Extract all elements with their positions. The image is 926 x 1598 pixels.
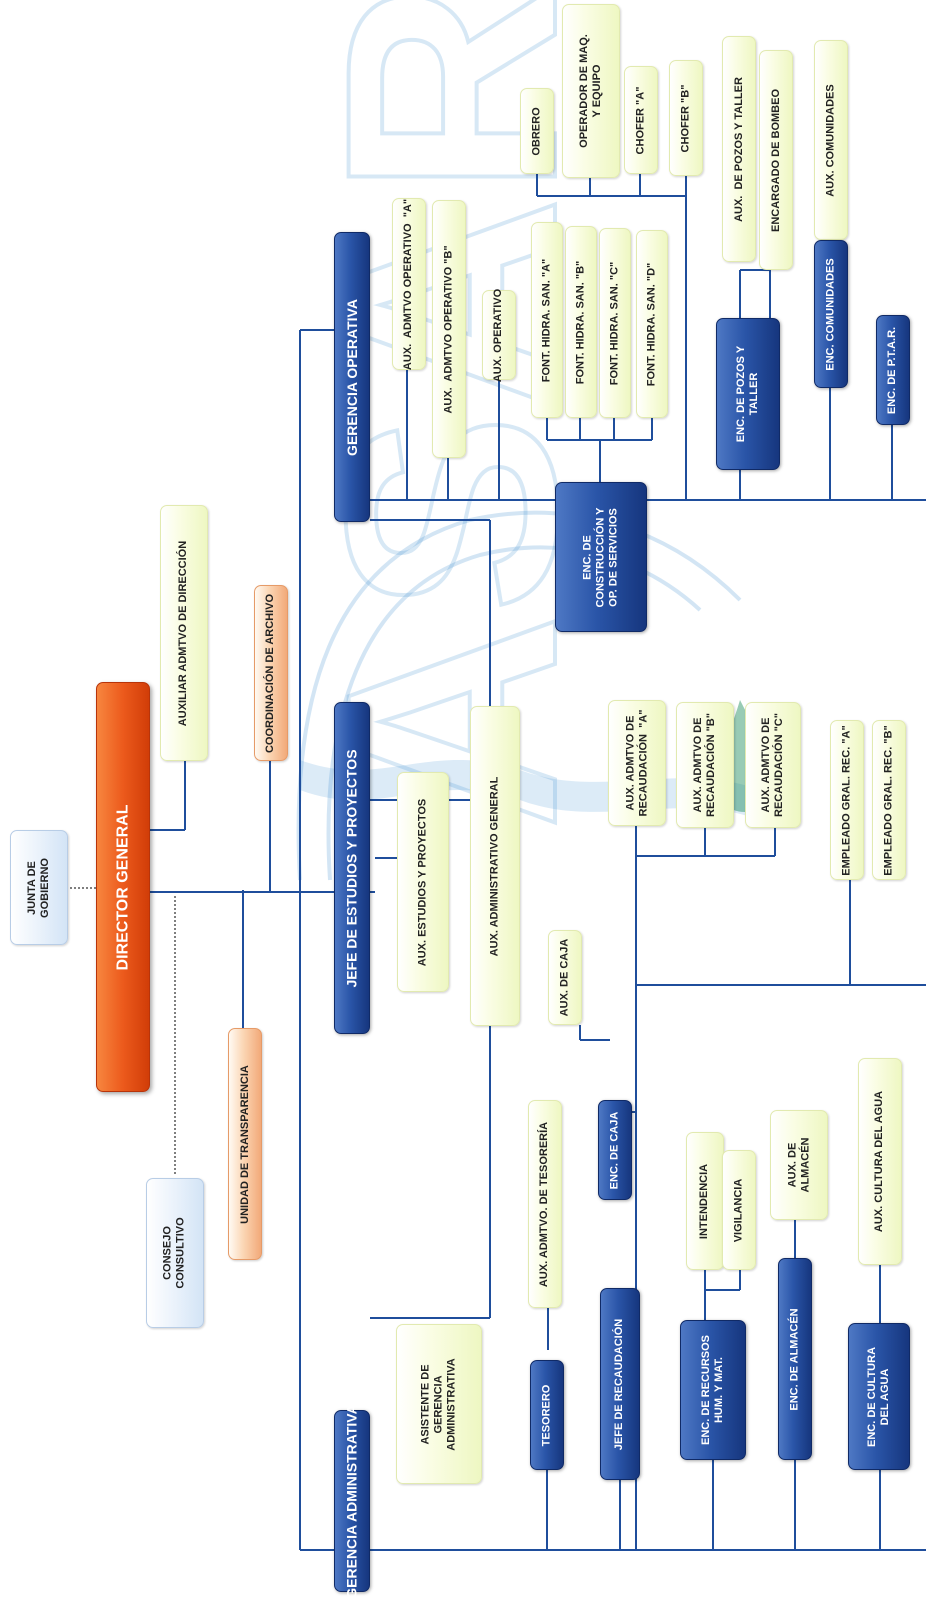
chofer-b-node: CHOFER "B" [669,60,703,176]
enc-ptar-node: ENC. DE P.T.A.R. [876,315,910,425]
enc-almacen-node: ENC. DE ALMACÉN [778,1258,812,1460]
jefe-estudios-proyectos-label: JEFE DE ESTUDIOS Y PROYECTOS [343,748,360,988]
empleado-gral-rec-b-node: EMPLEADO GRAL. REC. "B" [872,720,906,880]
font-hidra-san-d-label: FONT. HIDRA. SAN. "D" [645,262,658,386]
aux-caja-node: AUX. DE CAJA [548,930,582,1025]
font-hidra-san-a-node: FONT. HIDRA. SAN. "A" [531,222,563,418]
aux-cultura-agua-label: AUX. CULTURA DEL AGUA [873,1090,886,1233]
enc-cultura-agua-label: ENC. DE CULTURA DEL AGUA [866,1346,892,1447]
aux-admtvo-operativo-b-node: AUX. ADMTVO OPERATIVO "B" [432,200,466,458]
enc-construccion-node: ENC. DE CONSTRUCCIÓN Y OP. DE SERVICIOS [555,482,647,632]
vigilancia-node: VIGILANCIA [722,1150,756,1270]
aux-estudios-proyectos-node: AUX. ESTUDIOS Y PROYECTOS [397,772,449,992]
asistente-gerencia-node: ASISTENTE DE GERENCIA ADMINISTRATIVA [396,1324,482,1484]
font-hidra-san-c-node: FONT. HIDRA. SAN. "C" [599,228,631,418]
aux-admtvo-tesoreria-label: AUX. ADMTVO. DE TESORERÍA [538,1121,551,1287]
coordinacion-archivo-label: COORDINACIÓN DE ARCHIVO [264,593,277,753]
aux-admtvo-tesoreria-node: AUX. ADMTVO. DE TESORERÍA [528,1100,562,1308]
coordinacion-archivo-node: COORDINACIÓN DE ARCHIVO [254,585,288,761]
empleado-gral-rec-a-node: EMPLEADO GRAL. REC. "A" [830,720,864,880]
tesorero-label: TESORERO [540,1384,553,1446]
obrero-node: OBRERO [520,88,554,174]
consejo-consultivo-label: CONSEJO CONSULTIVO [162,1217,188,1289]
aux-estudios-proyectos-label: AUX. ESTUDIOS Y PROYECTOS [416,798,429,966]
enc-ptar-label: ENC. DE P.T.A.R. [886,326,899,414]
enc-cultura-agua-node: ENC. DE CULTURA DEL AGUA [848,1323,910,1470]
aux-recaudacion-a-node: AUX. ADMTVO DE RECAUDACIÓN "A" [608,700,666,826]
vigilancia-label: VIGILANCIA [732,1178,745,1242]
font-hidra-san-a-label: FONT. HIDRA. SAN. "A" [540,258,553,382]
aux-almacen-node: AUX. DE ALMACÉN [770,1110,828,1220]
junta-de-gobierno-node: JUNTA DE GOBIERNO [10,830,68,945]
aux-administrativo-general-node: AUX. ADMINISTRATIVO GENERAL [470,706,520,1026]
jefe-estudios-proyectos-node: JEFE DE ESTUDIOS Y PROYECTOS [334,702,370,1034]
aux-almacen-label: AUX. DE ALMACÉN [786,1137,811,1193]
gerencia-administrativa-label: GERENCIA ADMINISTRATIVA [343,1403,360,1598]
enc-comunidades-node: ENC. COMUNIDADES [814,240,848,388]
intendencia-node: INTENDENCIA [686,1132,724,1270]
operador-maq-equipo-label: OPERADOR DE MAQ. Y EQUIPO [578,34,603,148]
font-hidra-san-c-label: FONT. HIDRA. SAN. "C" [608,261,621,385]
encargado-bombeo-node: ENCARGADO DE BOMBEO [759,50,793,270]
enc-construccion-label: ENC. DE CONSTRUCCIÓN Y OP. DE SERVICIOS [581,506,620,608]
empleado-gral-rec-a-label: EMPLEADO GRAL. REC. "A" [840,724,853,876]
gerencia-operativa-label: GERENCIA OPERATIVA [343,298,360,456]
aux-administrativo-general-label: AUX. ADMINISTRATIVO GENERAL [488,776,501,956]
aux-recaudacion-b-node: AUX. ADMTVO DE RECAUDACIÓN "B" [676,702,734,828]
auxiliar-admtvo-direccion-label: AUXILIAR ADMTVO DE DIRECCIÓN [177,540,190,726]
aux-recaudacion-a-label: AUX. ADMTVO DE RECAUDACIÓN "A" [624,709,649,817]
enc-caja-label: ENC. DE CAJA [608,1111,621,1189]
junta-de-gobierno-label: JUNTA DE GOBIERNO [26,857,51,918]
font-hidra-san-b-label: FONT. HIDRA. SAN. "B" [574,260,587,384]
jefe-recaudacion-node: JEFE DE RECAUDACIÓN [600,1288,640,1480]
jefe-recaudacion-label: JEFE DE RECAUDACIÓN [613,1318,626,1450]
aux-caja-label: AUX. DE CAJA [558,938,571,1017]
chofer-a-node: CHOFER "A" [624,66,658,174]
enc-recursos-label: ENC. DE RECURSOS HUM. Y MAT. [700,1334,725,1446]
aux-operativo-label: AUX. OPERATIVO [492,288,505,382]
empleado-gral-rec-b-label: EMPLEADO GRAL. REC. "B" [882,724,895,876]
auxiliar-admtvo-direccion-node: AUXILIAR ADMTVO DE DIRECCIÓN [160,505,208,761]
chofer-a-label: CHOFER "A" [634,86,647,154]
enc-pozos-taller-node: ENC. DE POZOS Y TALLER [716,318,780,470]
unidad-transparencia-label: UNIDAD DE TRANSPARENCIA [238,1064,251,1224]
enc-pozos-taller-label: ENC. DE POZOS Y TALLER [735,345,760,443]
aux-admtvo-operativo-b-label: AUX. ADMTVO OPERATIVO "B" [442,244,455,414]
aux-pozos-taller-label: AUX. DE POZOS Y TALLER [732,76,745,222]
director-general-node: DIRECTOR GENERAL [96,682,150,1092]
obrero-label: OBRERO [530,106,543,156]
aux-admtvo-operativo-a-node: AUX. ADMTVO OPERATIVO "A" [392,198,426,370]
chofer-b-label: CHOFER "B" [679,84,692,152]
aux-comunidades-label: AUX. COMUNIDADES [824,83,837,197]
aux-pozos-taller-node: AUX. DE POZOS Y TALLER [722,36,756,262]
aux-operativo-node: AUX. OPERATIVO [482,288,516,382]
encargado-bombeo-label: ENCARGADO DE BOMBEO [769,88,782,232]
director-general-label: DIRECTOR GENERAL [114,804,132,970]
tesorero-node: TESORERO [530,1360,564,1470]
aux-cultura-agua-node: AUX. CULTURA DEL AGUA [858,1058,902,1265]
enc-recursos-node: ENC. DE RECURSOS HUM. Y MAT. [680,1320,746,1460]
gerencia-operativa-node: GERENCIA OPERATIVA [334,232,370,522]
aux-recaudacion-c-label: AUX. ADMTVO DE RECAUDACIÓN "C" [760,713,785,817]
aux-comunidades-node: AUX. COMUNIDADES [814,40,848,240]
aux-recaudacion-b-label: AUX. ADMTVO DE RECAUDACIÓN "B" [692,713,717,817]
gerencia-administrativa-node: GERENCIA ADMINISTRATIVA [334,1404,370,1598]
enc-comunidades-label: ENC. COMUNIDADES [824,257,837,371]
intendencia-label: INTENDENCIA [698,1163,711,1239]
unidad-transparencia-node: UNIDAD DE TRANSPARENCIA [228,1028,262,1260]
aux-recaudacion-c-node: AUX. ADMTVO DE RECAUDACIÓN "C" [745,702,801,828]
aux-admtvo-operativo-a-label: AUX. ADMTVO OPERATIVO "A" [402,198,415,370]
consejo-consultivo-node: CONSEJO CONSULTIVO [146,1178,204,1328]
asistente-gerencia-label: ASISTENTE DE GERENCIA ADMINISTRATIVA [419,1357,458,1451]
font-hidra-san-b-node: FONT. HIDRA. SAN. "B" [565,226,597,418]
operador-maq-equipo-node: OPERADOR DE MAQ. Y EQUIPO [562,4,620,178]
font-hidra-san-d-node: FONT. HIDRA. SAN. "D" [636,230,668,418]
enc-almacen-label: ENC. DE ALMACÉN [788,1307,801,1411]
enc-caja-node: ENC. DE CAJA [598,1100,632,1200]
